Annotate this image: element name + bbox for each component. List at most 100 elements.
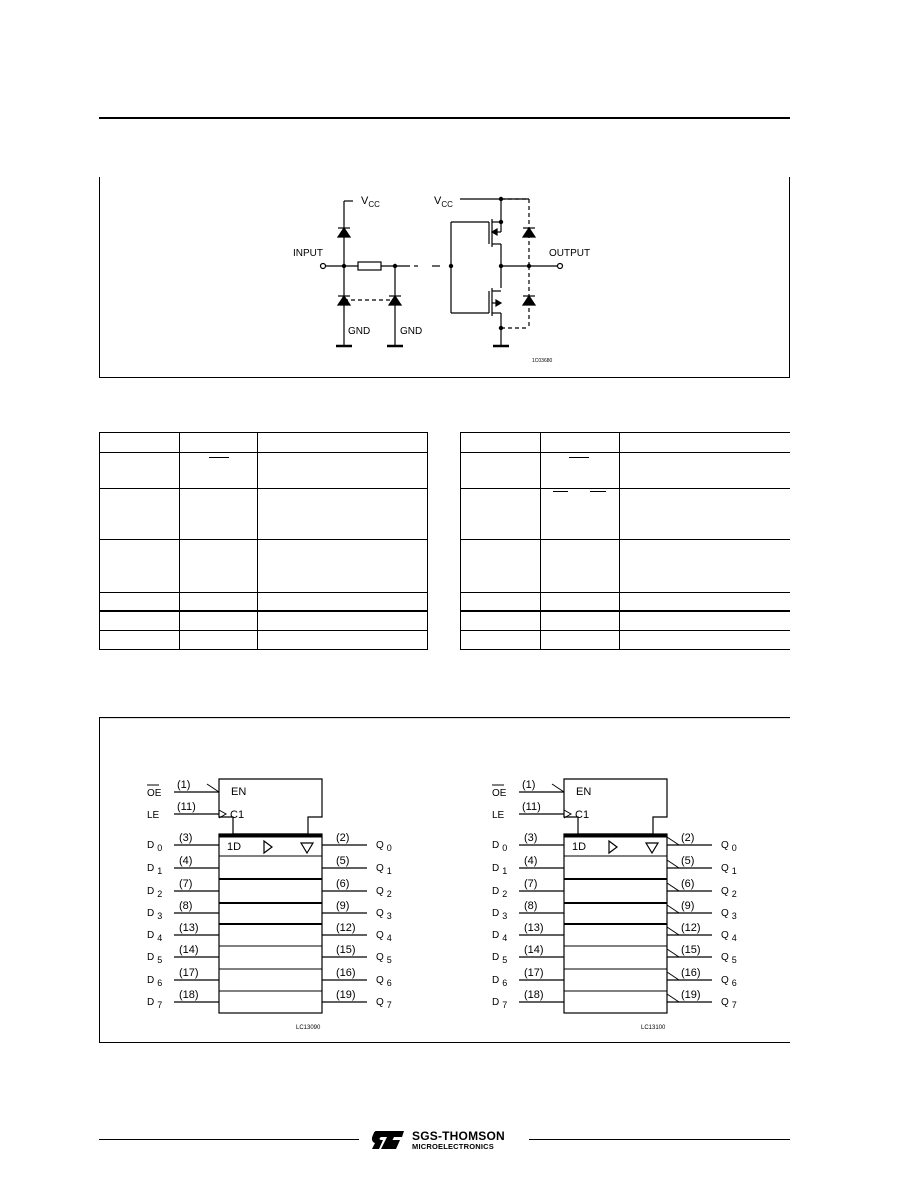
circuit-figure-code: 1C03680 xyxy=(532,358,553,364)
right-table xyxy=(460,432,790,650)
le-label: LE xyxy=(147,810,160,821)
le-label: LE xyxy=(492,810,505,821)
q-pin: (2) xyxy=(336,832,349,844)
d-pin: (8) xyxy=(179,900,192,912)
d-label: 1D xyxy=(227,841,241,853)
right-table-grid xyxy=(460,432,790,650)
vcc-right-label: VCC xyxy=(434,195,453,209)
d-pin: (17) xyxy=(179,967,199,979)
brand-logo: SGS-THOMSON MICROELECTRONICS xyxy=(370,1129,520,1153)
buffer-icon xyxy=(608,839,618,855)
d-pin: (14) xyxy=(524,944,544,956)
brand-name: SGS-THOMSON xyxy=(412,1129,505,1143)
equivalent-circuit-diagram: VCC VCC INPUT OUTPUT GND GND 1C03680 xyxy=(99,177,790,378)
d-pin: (18) xyxy=(524,989,544,1001)
d-pin: (3) xyxy=(524,832,537,844)
le-pin: (11) xyxy=(177,801,196,813)
q-pin: (15) xyxy=(336,944,356,956)
header-rule xyxy=(99,117,790,119)
tristate-icon xyxy=(299,842,315,855)
d-pin: (4) xyxy=(179,855,192,867)
q-pin: (5) xyxy=(681,855,694,867)
oe-pin: (1) xyxy=(177,779,190,791)
q-pin: (2) xyxy=(681,832,694,844)
left-table xyxy=(99,432,428,650)
vcc-left-label: VCC xyxy=(361,195,380,209)
q-pin: (19) xyxy=(681,989,701,1001)
q-pin: (12) xyxy=(681,922,701,934)
buffer-icon xyxy=(263,839,273,855)
d-pin: (13) xyxy=(524,922,544,934)
d-pin: (7) xyxy=(524,878,537,890)
d-pin: (3) xyxy=(179,832,192,844)
d-pin: (4) xyxy=(524,855,537,867)
c1-label: C1 xyxy=(230,809,244,821)
logic-figure-code: LC13090 xyxy=(296,1025,321,1031)
d-pin: (7) xyxy=(179,878,192,890)
d-pin: (13) xyxy=(179,922,199,934)
q-pin: (6) xyxy=(681,878,694,890)
input-label: INPUT xyxy=(293,248,323,259)
oe-label: OE xyxy=(147,788,162,799)
d-pin: (8) xyxy=(524,900,537,912)
oe-pin: (1) xyxy=(522,779,535,791)
output-label: OUTPUT xyxy=(549,248,590,259)
c1-label: C1 xyxy=(575,809,589,821)
d-pin: (14) xyxy=(179,944,199,956)
q-pin: (9) xyxy=(336,900,349,912)
logic-figure-code: LC13100 xyxy=(641,1025,666,1031)
gnd-right-label: GND xyxy=(400,326,422,337)
d-pin: (18) xyxy=(179,989,199,1001)
q-pin: (12) xyxy=(336,922,356,934)
left-table-grid xyxy=(99,432,428,650)
q-pin: (16) xyxy=(336,967,356,979)
footer-rule-right xyxy=(529,1139,790,1140)
st-logo-icon xyxy=(371,1131,404,1149)
circuit-figure: VCC VCC INPUT OUTPUT GND GND 1C03680 xyxy=(99,177,790,378)
en-label: EN xyxy=(231,786,246,798)
q-pin: (19) xyxy=(336,989,356,1001)
q-pin: (16) xyxy=(681,967,701,979)
q-pin: (6) xyxy=(336,878,349,890)
q-pin: (9) xyxy=(681,900,694,912)
en-label: EN xyxy=(576,786,591,798)
footer-rule-left xyxy=(99,1139,359,1140)
q-pin: (15) xyxy=(681,944,701,956)
oe-label: OE xyxy=(492,788,507,799)
le-pin: (11) xyxy=(522,801,541,813)
gnd-left-label: GND xyxy=(348,326,370,337)
q-pin: (5) xyxy=(336,855,349,867)
tristate-icon xyxy=(644,842,660,855)
